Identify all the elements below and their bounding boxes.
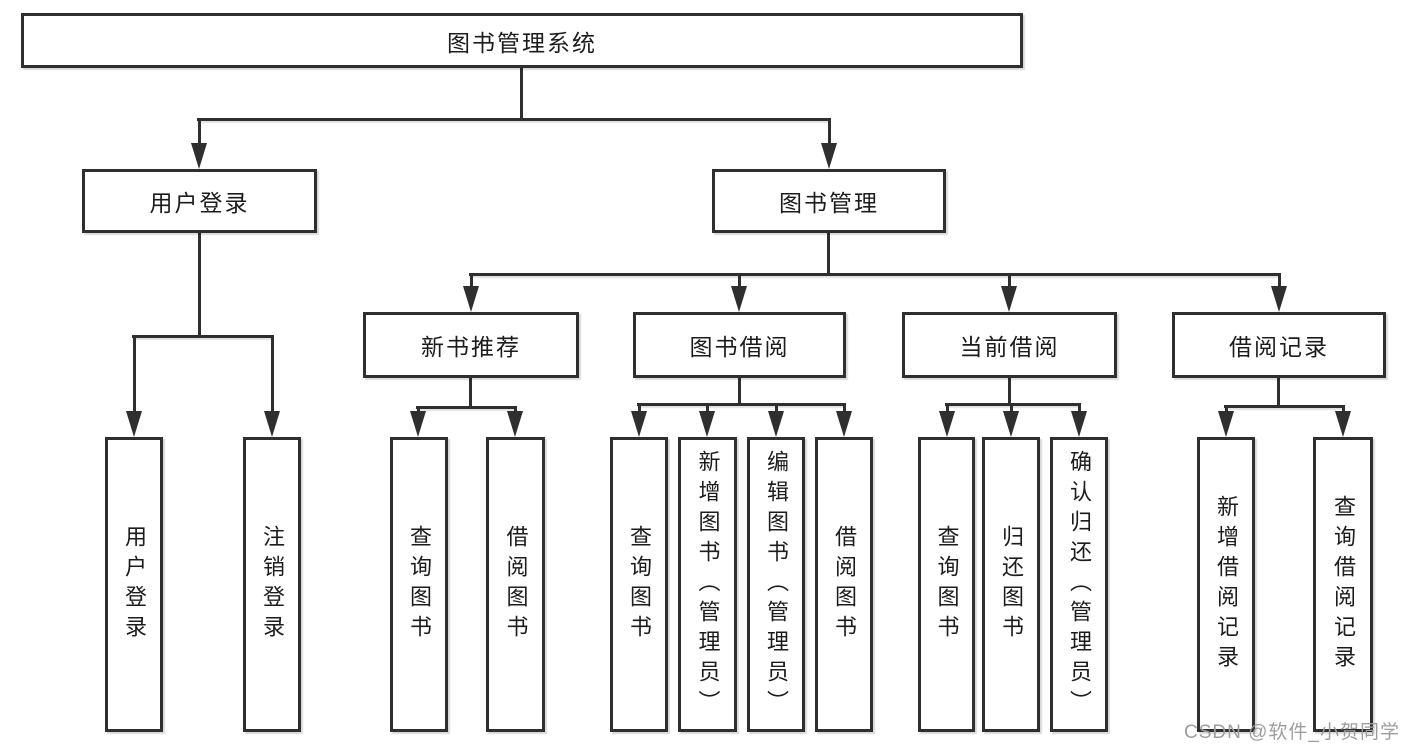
connector-line	[946, 403, 949, 417]
leaf-recommend-query-books: 查询图书	[390, 437, 448, 732]
connector-line	[738, 273, 741, 292]
node-current-borrow-label: 当前借阅	[959, 334, 1060, 360]
leaf-return-books: 归还图书	[982, 437, 1040, 732]
leaf-return-books-label: 归还图书	[999, 524, 1024, 645]
node-borrow-records-label: 借阅记录	[1229, 334, 1329, 360]
connector-line	[1278, 273, 1281, 292]
leaf-query-borrow-record-label: 查询借阅记录	[1331, 494, 1356, 675]
connector-line	[775, 403, 778, 417]
connector-line	[469, 273, 1281, 276]
connector-line	[520, 68, 523, 120]
leaf-borrow-books-label: 借阅图书	[832, 524, 857, 645]
connector-line	[843, 403, 846, 417]
connector-line	[271, 335, 274, 417]
node-user-login-branch: 用户登录	[82, 169, 317, 233]
connector-line	[1224, 405, 1345, 408]
arrow-down-icon	[463, 286, 479, 312]
node-root-label: 图书管理系统	[447, 29, 597, 56]
leaf-edit-books-admin: 编辑图书（管理员）	[747, 437, 805, 732]
connector-line	[416, 406, 517, 409]
leaf-borrow-query-books: 查询图书	[610, 437, 668, 732]
connector-line	[1277, 378, 1280, 407]
connector-line	[1008, 378, 1011, 405]
arrow-down-icon	[1003, 411, 1019, 437]
leaf-recommend-query-books-label: 查询图书	[407, 524, 432, 645]
arrow-down-icon	[264, 411, 280, 437]
node-current-borrow: 当前借阅	[902, 312, 1117, 378]
connector-line	[132, 335, 274, 338]
leaf-add-borrow-record-label: 新增借阅记录	[1214, 494, 1239, 675]
leaf-confirm-return-admin-label: 确认归还（管理员）	[1067, 449, 1092, 720]
csdn-watermark: CSDN @软件_小贺同学	[1184, 722, 1400, 743]
arrow-down-icon	[731, 286, 747, 312]
node-book-management: 图书管理	[712, 169, 946, 233]
arrow-down-icon	[126, 411, 142, 437]
connector-line	[1010, 403, 1013, 417]
connector-line	[945, 403, 1081, 406]
arrow-down-icon	[699, 411, 715, 437]
connector-line	[469, 378, 472, 408]
arrow-down-icon	[768, 411, 784, 437]
leaf-confirm-return-admin: 确认归还（管理员）	[1050, 437, 1108, 732]
arrow-down-icon	[1001, 286, 1017, 312]
node-book-borrow-label: 图书借阅	[689, 334, 790, 360]
connector-line	[197, 118, 831, 121]
node-book-borrow: 图书借阅	[633, 312, 846, 378]
node-borrow-records: 借阅记录	[1172, 312, 1386, 378]
connector-line	[198, 233, 201, 337]
leaf-current-query-books: 查询图书	[918, 437, 975, 732]
connector-line	[828, 118, 831, 149]
arrow-down-icon	[1335, 411, 1351, 437]
leaf-user-login-label: 用户登录	[122, 524, 147, 645]
leaf-add-borrow-record: 新增借阅记录	[1197, 437, 1255, 732]
leaf-borrow-query-books-label: 查询图书	[627, 524, 652, 645]
arrow-down-icon	[821, 143, 837, 169]
connector-line	[133, 335, 136, 417]
leaf-query-borrow-record: 查询借阅记录	[1313, 437, 1373, 732]
node-new-book-recommend: 新书推荐	[363, 312, 579, 378]
arrow-down-icon	[1071, 411, 1087, 437]
arrow-down-icon	[1271, 286, 1287, 312]
node-book-management-label: 图书管理	[779, 190, 879, 216]
arrow-down-icon	[410, 411, 426, 437]
connector-line	[738, 378, 741, 405]
node-root: 图书管理系统	[21, 13, 1023, 68]
leaf-logout: 注销登录	[243, 437, 301, 732]
leaf-user-login: 用户登录	[105, 437, 163, 732]
node-new-book-recommend-label: 新书推荐	[421, 334, 521, 360]
arrow-down-icon	[836, 411, 852, 437]
leaf-add-books-admin-label: 新增图书（管理员）	[695, 449, 721, 720]
connector-line	[1078, 403, 1081, 417]
arrow-down-icon	[939, 411, 955, 437]
connector-line	[638, 403, 641, 417]
leaf-recommend-borrow-books-label: 借阅图书	[503, 524, 529, 645]
connector-line	[470, 273, 473, 292]
leaf-add-books-admin: 新增图书（管理员）	[678, 437, 737, 732]
connector-line	[1008, 273, 1011, 292]
leaf-borrow-books: 借阅图书	[815, 437, 873, 732]
connector-line	[637, 403, 846, 406]
connector-line	[827, 233, 830, 275]
connector-line	[706, 403, 709, 417]
connector-line	[198, 118, 201, 149]
arrow-down-icon	[1218, 411, 1234, 437]
arrow-down-icon	[191, 143, 207, 169]
leaf-edit-books-admin-label: 编辑图书（管理员）	[764, 449, 789, 720]
arrow-down-icon	[507, 411, 523, 437]
node-user-login-branch-label: 用户登录	[149, 190, 250, 216]
leaf-recommend-borrow-books: 借阅图书	[486, 437, 545, 732]
leaf-logout-label: 注销登录	[260, 524, 285, 645]
arrow-down-icon	[631, 411, 647, 437]
leaf-current-query-books-label: 查询图书	[934, 524, 960, 645]
